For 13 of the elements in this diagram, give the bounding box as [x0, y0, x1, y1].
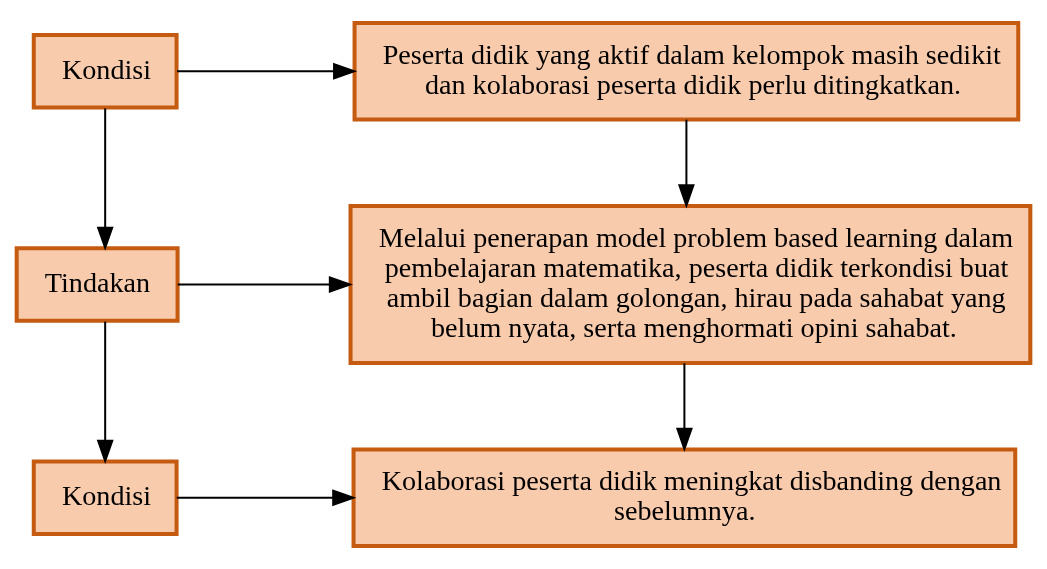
- arrow: [176, 489, 357, 507]
- node-box: Kondisi: [31, 459, 179, 536]
- node-box: Tindakan: [14, 246, 180, 323]
- node-box: Melalui penerapan model problem based learning dalam pembelajaran matematika, peserta didik terkondisi buat ambil bagian dalam golongan, hirau pada sahabat yang belum nyata, serta menghormati opini sahabat.: [348, 204, 1033, 365]
- node-box: Peserta didik yang aktif dalam kelompok masih sedikit dan kolaborasi peserta didik perlu ditingkatkan.: [352, 21, 1021, 122]
- node-box: Kolaborasi peserta didik meningkat disbanding dengan sebelumnya.: [351, 447, 1018, 548]
- arrow: [96, 108, 114, 251]
- arrow: [675, 363, 693, 452]
- node-box: Kondisi: [31, 33, 179, 110]
- arrow: [177, 62, 358, 80]
- arrow: [177, 276, 353, 293]
- arrow: [677, 119, 695, 209]
- arrow: [96, 321, 114, 465]
